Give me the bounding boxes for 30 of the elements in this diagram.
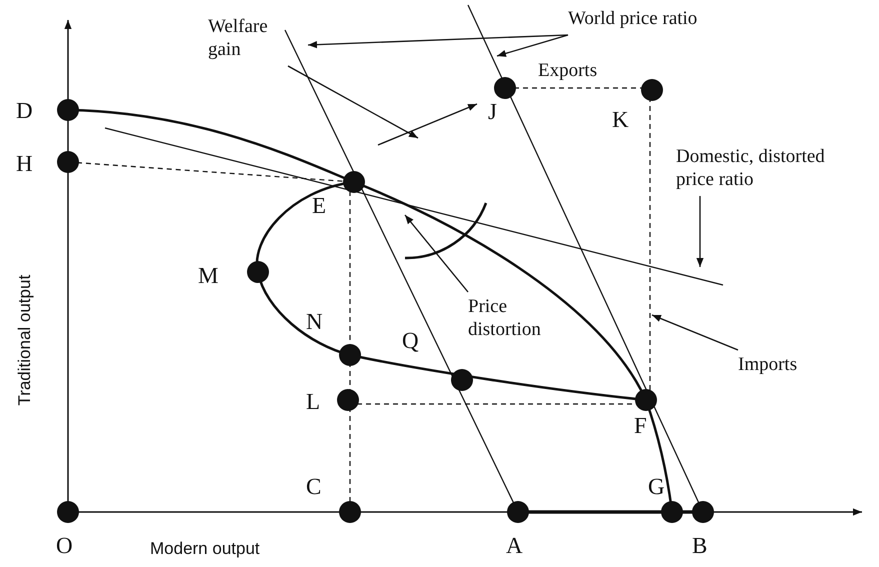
point-label: D [16,97,33,125]
point-label: K [612,106,629,134]
point-label: L [306,388,320,416]
annotation-text: Welfare gain [208,16,288,62]
leader-arrow [404,214,468,292]
point-label: O [56,532,73,560]
point-label: F [634,412,647,440]
annotation-text: Domestic, distorted price ratio [676,146,846,192]
leader-arrow [308,34,568,48]
exports-label: Exports [538,60,598,83]
annotation-text: Imports [738,354,818,377]
point-label: A [506,532,523,560]
axis-title: Modern output [150,539,260,560]
point-label: E [312,192,326,220]
point-label: Q [402,327,419,355]
annotation-text: Price distortion [468,296,578,342]
point-label: B [692,532,708,560]
annotation-text: World price ratio [568,8,738,31]
leader-arrow [652,314,738,351]
angle-arc [404,202,488,260]
leader-arrow [496,34,568,57]
point-label: N [306,308,323,336]
point-label: C [306,473,322,501]
point-label: H [16,150,33,178]
axis-title: Traditional output [15,274,36,406]
point-label: J [488,98,497,126]
leader-arrow [288,65,418,139]
point-label: G [648,473,665,501]
leader-arrow [696,196,704,267]
point-label: M [198,262,218,290]
